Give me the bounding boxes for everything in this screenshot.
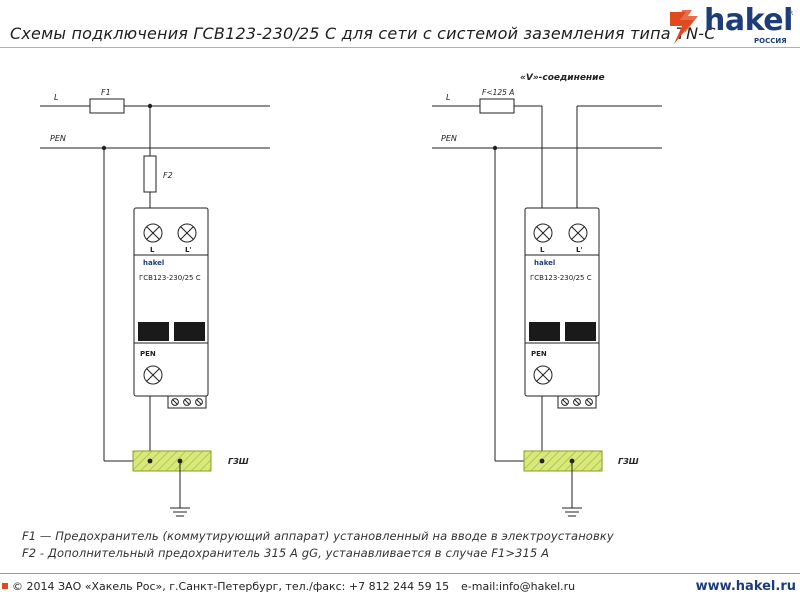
device-terminal-L-right: L [540,246,545,254]
device-brand: hakel [143,259,164,267]
grounding-bus-right [523,450,603,472]
status-window-2 [174,322,205,341]
hakel-logo: hakel РОССИЯ R [668,4,796,46]
grounding-bus-left [132,450,212,472]
footer-divider [0,573,800,574]
diagram-left-labels: L PEN F1 F2 L L' hakel ГСВ123-230/25 С P… [50,88,249,466]
footer: © 2014 ЗАО «Хакель Рос», г.Санкт-Петербу… [0,578,800,598]
header-divider [0,47,800,48]
label-bus-left: ГЗШ [228,457,249,466]
footer-copyright: © 2014 ЗАО «Хакель Рос», г.Санкт-Петербу… [12,580,450,593]
diagram-right-labels: «V»-соединение L PEN F<125 A L L' hakel … [441,73,639,466]
label-F1: F1 [101,88,111,97]
logo-subtext: РОССИЯ [754,37,787,45]
fuse-f1 [89,98,125,114]
footnote-f1: F1 — Предохранитель (коммутирующий аппар… [22,529,614,543]
footer-email-link[interactable]: e-mail:info@hakel.ru [461,580,576,593]
diagram-left [40,98,270,517]
label-bus-right: ГЗШ [618,457,639,466]
label-fuse-right: F<125 A [482,88,514,97]
footer-website-link[interactable]: www.hakel.ru [695,579,796,594]
device-terminal-L: L [150,246,155,254]
device-brand-right: hakel [534,259,555,267]
footer-bullet-icon [2,583,8,589]
label-PEN-right: PEN [441,134,457,143]
device-terminal-Lprime-right: L' [576,246,583,254]
logo-registered-mark: R [789,10,794,17]
label-L-right: L [446,93,450,102]
wiring-diagrams: L PEN F1 F2 L L' hakel ГСВ123-230/25 С P… [40,73,662,517]
device-model: ГСВ123-230/25 С [139,274,201,282]
device-terminal-PEN-right: PEN [531,350,547,358]
fuse-f1-right [479,98,515,114]
label-PEN-left: PEN [50,134,66,143]
device-terminal-PEN: PEN [140,350,156,358]
fuse-f2 [143,155,157,193]
device-model-right: ГСВ123-230/25 С [530,274,592,282]
label-L-left: L [54,93,58,102]
device-terminal-Lprime: L' [185,246,192,254]
status-window-1 [138,322,169,341]
label-v-connection: «V»-соединение [520,73,605,83]
page-title: Схемы подключения ГСВ123-230/25 С для се… [10,24,716,43]
footnote-f2: F2 - Дополнительный предохранитель 315 A… [22,546,550,560]
lightning-icon [670,10,698,44]
logo-wordmark: hakel [704,3,793,38]
label-F2: F2 [163,171,173,180]
diagram-right [432,98,662,517]
